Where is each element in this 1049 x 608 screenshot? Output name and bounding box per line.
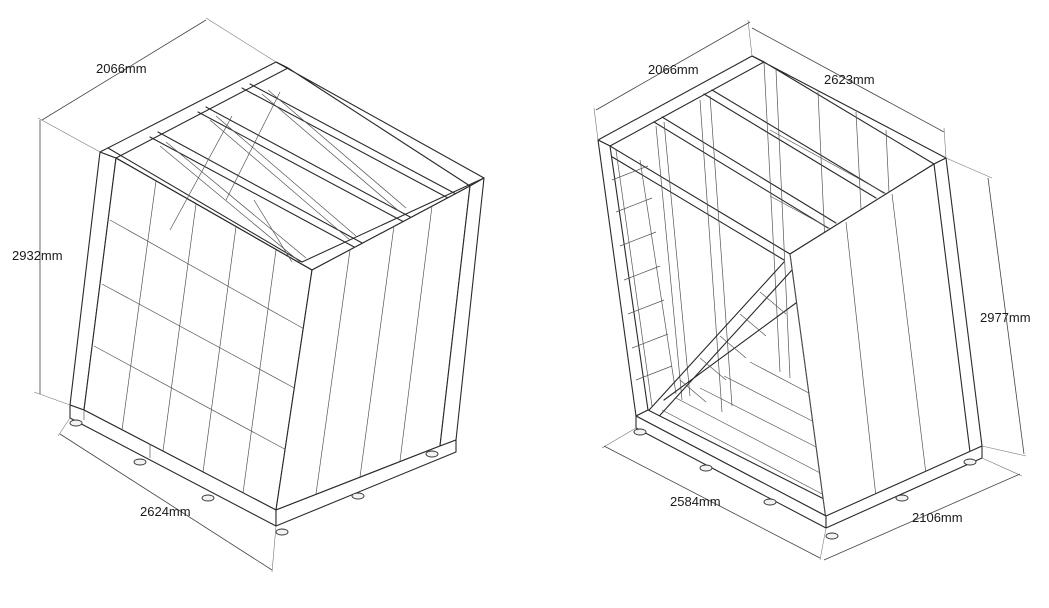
right-top-width-label: 2066mm	[648, 62, 699, 77]
right-top-length-label: 2623mm	[824, 72, 875, 87]
right-height-dimension: 2977mm	[945, 157, 1031, 457]
left-height-dimension: 2932mm	[12, 120, 71, 406]
right-bottom-length-label: 2584mm	[670, 494, 721, 509]
left-front-grid	[93, 180, 307, 494]
right-cabin-view: 2066mm 2623mm 2977mm 2584mm 2106mm	[593, 19, 1031, 561]
right-bottom-width-label: 2106mm	[912, 510, 963, 525]
left-front-grid-panel	[83, 157, 313, 511]
right-staircase	[639, 261, 801, 425]
left-bottom-length-dimension: 2624mm	[57, 417, 277, 573]
right-feet	[633, 428, 977, 540]
right-ladder-side	[597, 139, 677, 417]
right-front-slats	[789, 163, 971, 521]
right-base	[635, 415, 983, 529]
left-base	[69, 404, 457, 527]
right-height-label: 2977mm	[980, 310, 1031, 325]
left-right-side-panel	[275, 185, 471, 511]
left-top-width-dimension: 2066mm	[37, 17, 277, 153]
right-top-width-dimension: 2066mm	[593, 19, 753, 141]
left-height-label: 2932mm	[12, 248, 63, 263]
right-top-frame	[597, 55, 947, 261]
right-top-length-dimension: 2623mm	[751, 27, 947, 159]
right-bottom-length-dimension: 2584mm	[601, 427, 827, 561]
left-feet	[69, 419, 439, 536]
left-bottom-length-label: 2624mm	[140, 504, 191, 519]
left-side-slats	[315, 205, 433, 495]
left-top-width-label: 2066mm	[96, 61, 147, 76]
left-truss	[159, 89, 407, 263]
left-cabin-view: 2066mm 2932mm 2624mm	[12, 17, 485, 573]
right-bottom-width-dimension: 2106mm	[823, 457, 1023, 561]
